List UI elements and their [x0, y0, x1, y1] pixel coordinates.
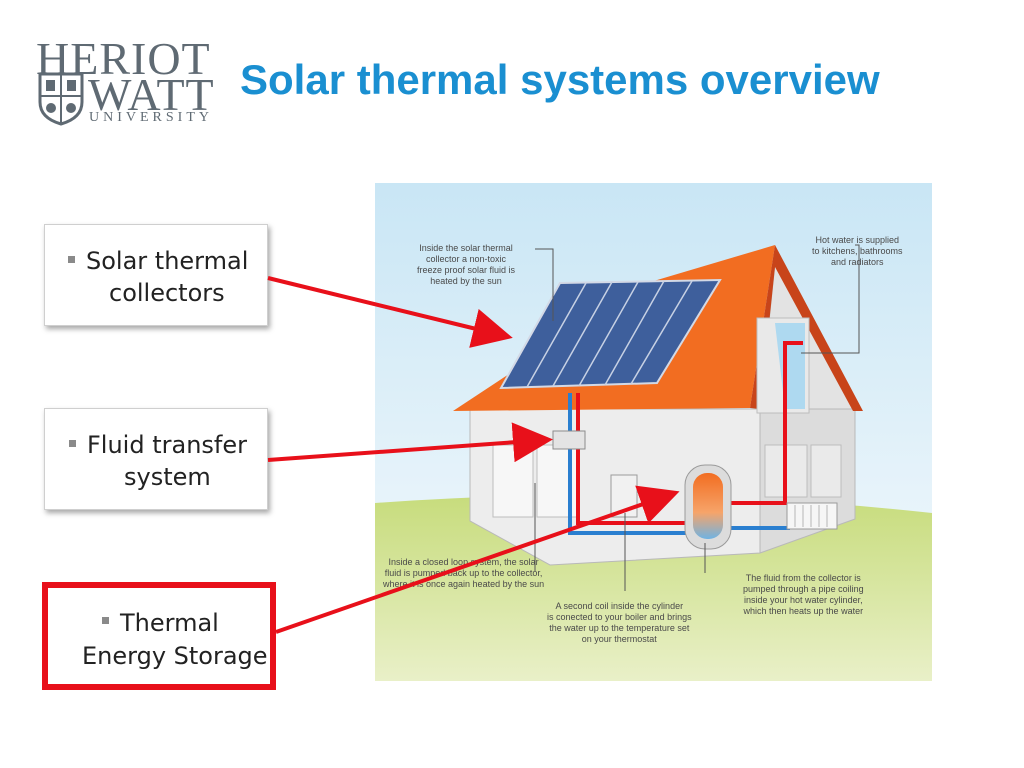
box-fluid-transfer-system: Fluid transfer system	[44, 408, 268, 510]
solar-panel-grid	[526, 280, 693, 388]
bullet-icon	[69, 440, 76, 447]
hot-water-cylinder	[693, 473, 723, 539]
box-thermal-energy-storage: Thermal Energy Storage	[42, 582, 276, 690]
bullet-icon	[102, 617, 109, 624]
door-left	[492, 444, 534, 518]
note-closed-loop: Inside a closed loop system, the solar f…	[383, 557, 545, 589]
heriot-watt-logo: HERIOT WATT UNIVERSITY	[36, 36, 218, 130]
pump-controller	[552, 430, 586, 450]
radiator-fins	[794, 505, 828, 527]
crest-icon	[38, 72, 84, 126]
box-solar-thermal-collectors: Solar thermal collectors	[44, 224, 268, 326]
bullet-icon	[68, 256, 75, 263]
solar-house-illustration: Inside the solar thermal collector a non…	[375, 183, 932, 681]
note-fluid-collector: The fluid from the collector is pumped t…	[743, 573, 864, 616]
page-title: Solar thermal systems overview	[240, 56, 880, 103]
boiler	[610, 474, 638, 518]
note-hot-water: Hot water is supplied to kitchens, bathr…	[812, 235, 903, 267]
roof-edge	[750, 245, 863, 411]
note-second-coil: A second coil inside the cylinder is con…	[547, 601, 692, 644]
note-collector: Inside the solar thermal collector a non…	[417, 243, 516, 286]
logo-university: UNIVERSITY	[89, 110, 213, 125]
logo-watt: WATT	[88, 69, 215, 120]
side-window-2	[810, 444, 842, 498]
hot-water-pipe	[730, 341, 803, 505]
